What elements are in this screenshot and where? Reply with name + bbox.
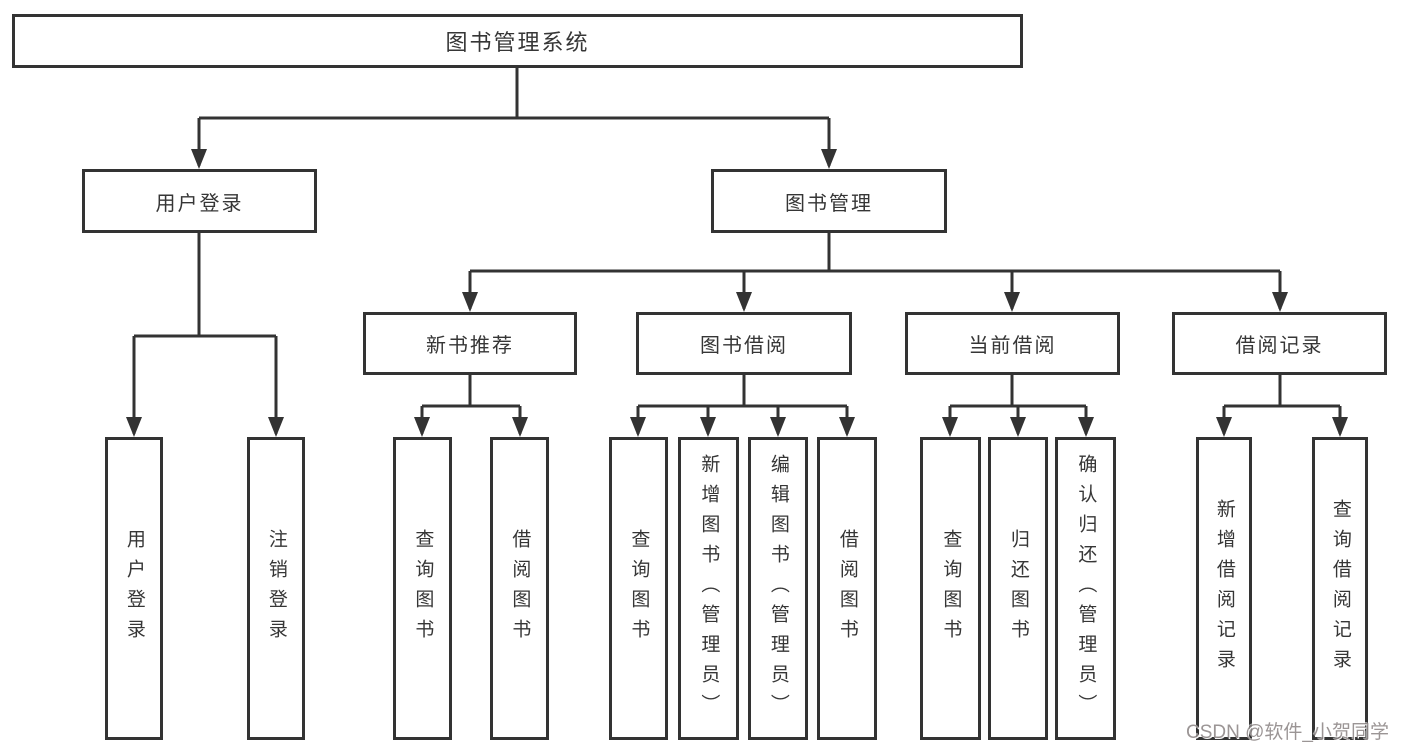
leaf-add-borrow-record-label: 新增借阅记录 <box>1213 498 1235 679</box>
leaf-query-books-current: 查询图书 <box>920 437 981 740</box>
leaf-user-login-label: 用户登录 <box>123 528 145 649</box>
leaf-return-books: 归还图书 <box>988 437 1048 740</box>
leaf-query-books-borrowing: 查询图书 <box>609 437 668 740</box>
leaf-query-books-borrowing-label: 查询图书 <box>628 528 650 649</box>
leaf-edit-books-admin: 编辑图书（管理员） <box>748 437 808 740</box>
leaf-add-books-admin: 新增图书（管理员） <box>678 437 739 740</box>
node-book-borrowing-label: 图书借阅 <box>700 335 788 357</box>
leaf-user-login: 用户登录 <box>105 437 163 740</box>
node-borrowing-records-label: 借阅记录 <box>1235 335 1324 357</box>
node-root-label: 图书管理系统 <box>445 30 590 55</box>
leaf-borrow-books-borrowing-label: 借阅图书 <box>836 528 858 649</box>
leaf-confirm-return-admin: 确认归还（管理员） <box>1055 437 1116 740</box>
leaf-logout-login-label: 注销登录 <box>265 528 287 649</box>
leaf-add-borrow-record: 新增借阅记录 <box>1196 437 1252 740</box>
leaf-borrow-books-recommend: 借阅图书 <box>490 437 549 740</box>
leaf-query-books-recommend-label: 查询图书 <box>412 528 434 649</box>
node-book-borrowing: 图书借阅 <box>636 312 852 375</box>
csdn-watermark: CSDN @软件_小贺同学 <box>1186 722 1389 743</box>
node-current-borrowing: 当前借阅 <box>905 312 1120 375</box>
leaf-query-books-recommend: 查询图书 <box>393 437 452 740</box>
leaf-add-books-admin-label: 新增图书（管理员） <box>698 453 720 724</box>
leaf-return-books-label: 归还图书 <box>1007 528 1029 649</box>
leaf-borrow-books-borrowing: 借阅图书 <box>817 437 877 740</box>
node-user-login-label: 用户登录 <box>155 192 244 215</box>
leaf-logout-login: 注销登录 <box>247 437 305 740</box>
node-book-management: 图书管理 <box>711 169 947 233</box>
leaf-confirm-return-admin-label: 确认归还（管理员） <box>1075 453 1097 724</box>
node-current-borrowing-label: 当前借阅 <box>968 335 1057 357</box>
node-borrowing-records: 借阅记录 <box>1172 312 1387 375</box>
leaf-borrow-books-recommend-label: 借阅图书 <box>509 528 531 649</box>
leaf-query-borrow-record-label: 查询借阅记录 <box>1329 498 1351 679</box>
node-book-management-label: 图书管理 <box>785 192 873 215</box>
leaf-query-books-current-label: 查询图书 <box>940 528 962 649</box>
node-root: 图书管理系统 <box>12 14 1023 68</box>
leaf-query-borrow-record: 查询借阅记录 <box>1312 437 1368 740</box>
node-new-book-recommend: 新书推荐 <box>363 312 577 375</box>
leaf-edit-books-admin-label: 编辑图书（管理员） <box>767 453 789 724</box>
node-new-book-recommend-label: 新书推荐 <box>426 335 514 357</box>
node-user-login: 用户登录 <box>82 169 317 233</box>
